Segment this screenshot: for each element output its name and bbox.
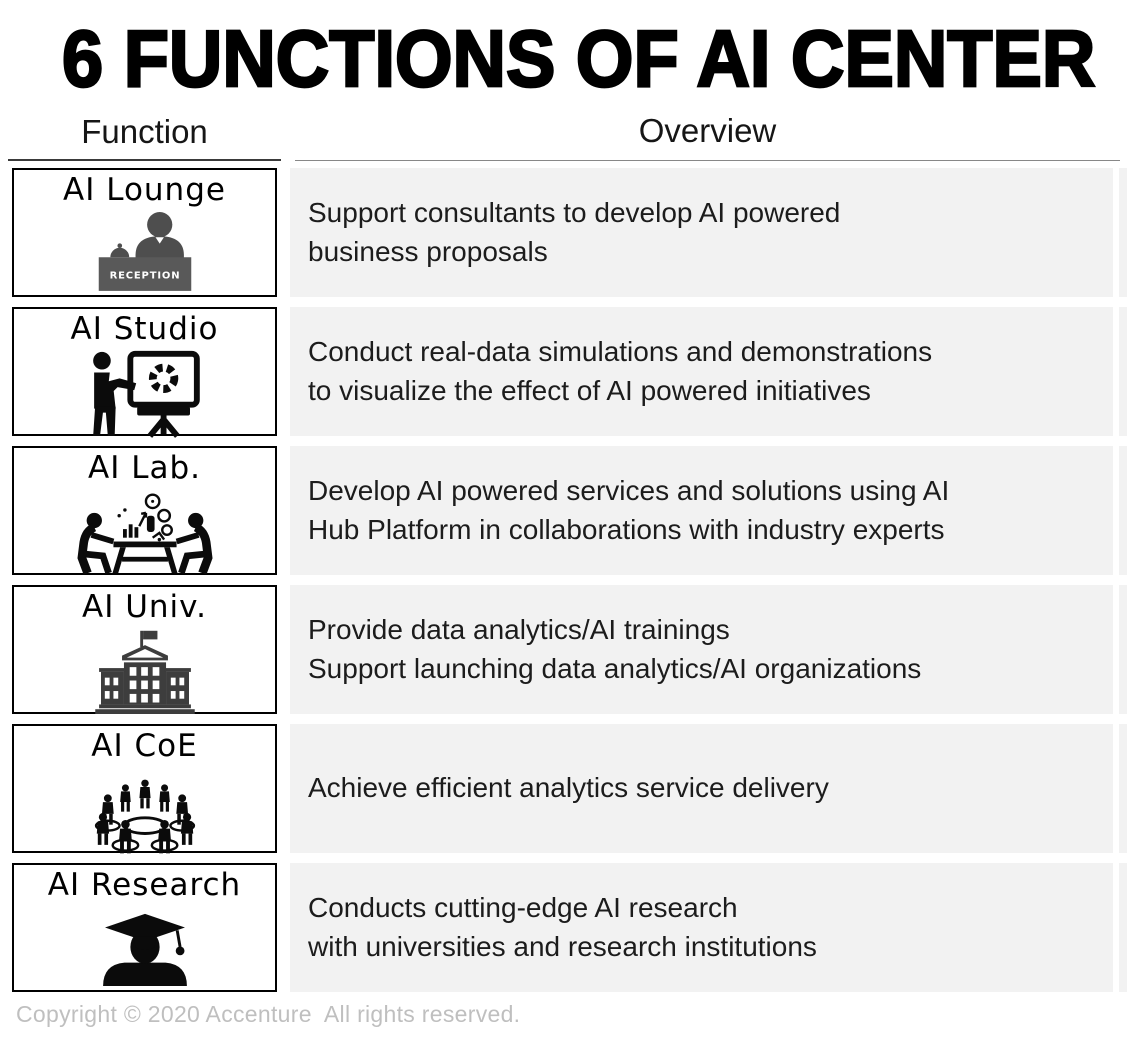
overview-panel: Conduct real-data simulations and demons…	[290, 307, 1127, 436]
function-box-ai-univ: AI Univ.	[12, 585, 277, 714]
function-label: AI Univ.	[82, 589, 207, 625]
overview-text: Conducts cutting-edge AI research with u…	[308, 891, 817, 962]
column-header-function: Function	[8, 113, 281, 161]
overview-text: Conduct real-data simulations and demons…	[308, 335, 933, 406]
presentation-board-icon	[14, 348, 275, 438]
function-box-ai-research: AI Research	[12, 863, 277, 992]
column-header-overview: Overview	[295, 112, 1120, 161]
function-label: AI Lab.	[87, 450, 201, 486]
overview-text: Achieve efficient analytics service deli…	[308, 772, 829, 804]
function-label: AI Studio	[70, 311, 219, 347]
university-icon	[14, 626, 275, 714]
function-box-ai-lab: AI Lab.	[12, 446, 277, 575]
overview-panel: Achieve efficient analytics service deli…	[290, 724, 1127, 853]
slide: 6 FUNCTIONS OF AI CENTER Function Overvi…	[0, 13, 1128, 1064]
lab-collaboration-icon	[14, 487, 275, 575]
table-header: Function Overview	[8, 112, 1128, 161]
function-box-ai-lounge: AI Lounge RECEPTION	[12, 168, 277, 297]
overview-text: Support consultants to develop AI powere…	[308, 196, 841, 267]
reception-desk-label: RECEPTION	[109, 270, 180, 281]
reception-icon: RECEPTION	[14, 209, 275, 295]
graduate-cap-icon	[14, 904, 275, 990]
overview-panel: Conducts cutting-edge AI research with u…	[290, 863, 1127, 992]
overview-panel: Provide data analytics/AI trainings Supp…	[290, 585, 1127, 714]
function-box-ai-coe: AI CoE	[12, 724, 277, 853]
overview-panel: Support consultants to develop AI powere…	[290, 168, 1127, 297]
coe-team-icon	[14, 765, 275, 855]
function-label: AI Lounge	[63, 172, 226, 208]
function-label: AI Research	[47, 867, 242, 903]
functions-table: AI Lounge RECEPTION Support consultants …	[12, 168, 1128, 992]
page-title: 6 FUNCTIONS OF AI CENTER	[61, 13, 1097, 104]
copyright: Copyright © 2020 Accenture All rights re…	[16, 1001, 521, 1027]
overview-text: Develop AI powered services and solution…	[308, 474, 950, 545]
function-box-ai-studio: AI Studio	[12, 307, 277, 438]
overview-text: Provide data analytics/AI trainings Supp…	[308, 613, 922, 684]
function-label: AI CoE	[91, 728, 198, 764]
overview-panel: Develop AI powered services and solution…	[290, 446, 1127, 575]
